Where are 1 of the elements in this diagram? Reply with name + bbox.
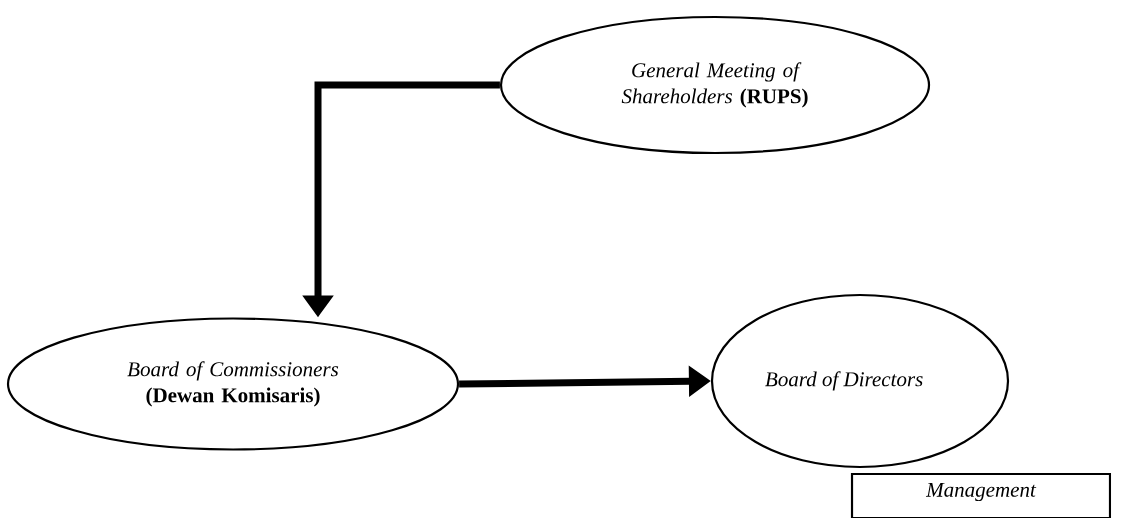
management-box: Management	[850, 472, 1112, 518]
